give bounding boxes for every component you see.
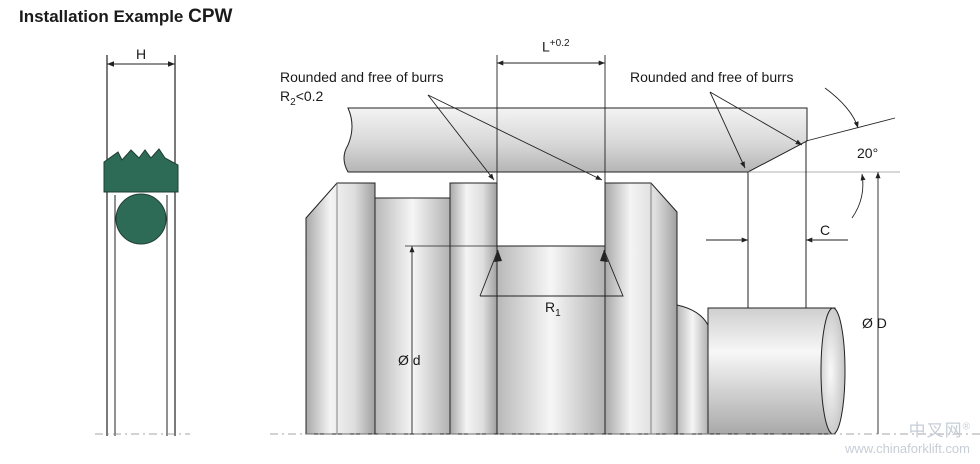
seal-groove-bottom bbox=[496, 245, 606, 435]
piston-land-left bbox=[449, 182, 498, 435]
piston-rod bbox=[707, 307, 836, 435]
title-model: CPW bbox=[188, 6, 233, 27]
assembly-view bbox=[95, 55, 980, 435]
dimension-H-label: H bbox=[136, 46, 147, 62]
piston-land-right bbox=[604, 182, 678, 435]
seal-section-view bbox=[103, 55, 179, 436]
title-text: Installation Example bbox=[19, 7, 184, 26]
o-ring-section bbox=[115, 193, 167, 245]
diameter-D-label: Ø D bbox=[862, 315, 887, 331]
dimension-C-label: C bbox=[820, 222, 831, 238]
dimension-L-tolerance: +0.2 bbox=[549, 38, 570, 49]
note-r2: R2<0.2 bbox=[280, 88, 324, 108]
note-rounded-left: Rounded and free of burrs bbox=[280, 69, 444, 85]
watermark-url: www.chinaforklift.com bbox=[845, 441, 970, 456]
piston-groove-body-left bbox=[374, 197, 451, 435]
rod-end-face bbox=[820, 307, 846, 435]
angle-label: 20° bbox=[857, 145, 879, 161]
dimension-L-label: L+0.2 bbox=[542, 38, 570, 55]
watermark: 中叉网® www.chinaforklift.com bbox=[845, 416, 970, 456]
housing-bore bbox=[343, 107, 808, 173]
seal-lip-profile bbox=[103, 148, 179, 193]
note-rounded-right: Rounded and free of burrs bbox=[630, 69, 794, 85]
diameter-d-label: Ø d bbox=[398, 352, 421, 368]
page-title: Installation Example CPW bbox=[19, 6, 232, 28]
radius-r1-label: R1 bbox=[545, 299, 561, 319]
piston-neck bbox=[676, 304, 709, 435]
piston-flange-left bbox=[305, 182, 376, 435]
watermark-reg: ® bbox=[962, 421, 970, 433]
watermark-cn: 中叉网 bbox=[908, 421, 963, 440]
